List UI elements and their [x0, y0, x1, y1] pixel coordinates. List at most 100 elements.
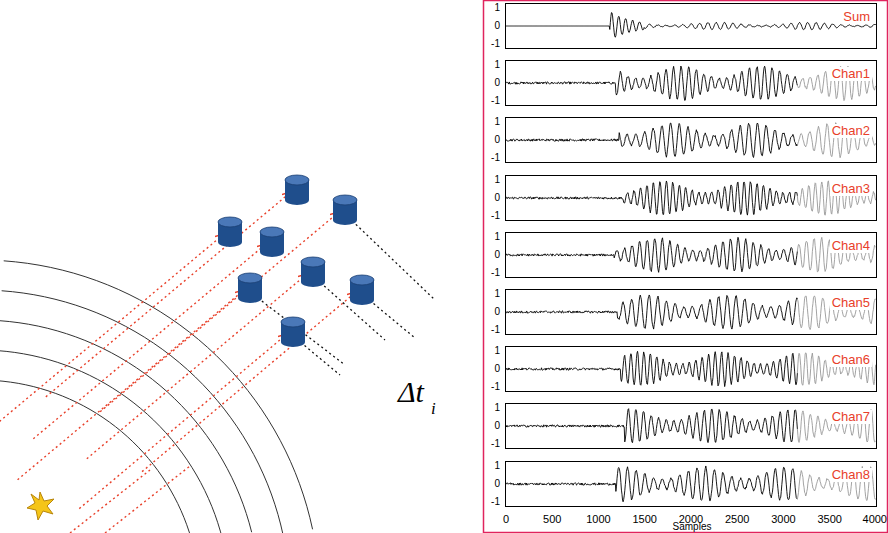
waveform [506, 462, 876, 506]
y-tick: 0 [494, 364, 500, 374]
trace [506, 181, 797, 215]
waveform [506, 404, 876, 448]
y-tick: 0 [494, 78, 500, 88]
x-tick: 2500 [725, 514, 749, 525]
y-tick: 1 [494, 289, 500, 299]
x-tick: 0 [503, 514, 509, 525]
axis-title: Samples [673, 522, 712, 532]
waveform [506, 233, 876, 277]
waveform-panel: Chan2 [505, 117, 877, 163]
ray-line [105, 466, 190, 533]
y-tick: -1 [491, 268, 500, 278]
x-tick: 1000 [586, 514, 610, 525]
x-tick: 500 [543, 514, 561, 525]
ray-line [70, 470, 150, 533]
delay-line [250, 292, 345, 365]
seismometer [350, 275, 374, 305]
y-tick: 0 [494, 193, 500, 203]
ray-arrow [100, 212, 339, 412]
y-tick: 1 [494, 403, 500, 413]
trace-tail [797, 296, 875, 329]
wavefront-arc [0, 381, 191, 533]
trace [506, 466, 797, 502]
y-tick: -1 [491, 439, 500, 449]
channel-label: Chan3 [830, 182, 872, 196]
trace [506, 352, 797, 387]
y-tick: 1 [494, 232, 500, 242]
waveform-panel: Sum [505, 3, 877, 49]
trace [506, 295, 797, 329]
y-tick: -1 [491, 325, 500, 335]
y-tick: 0 [494, 421, 500, 431]
trace-tail [797, 466, 875, 500]
ray-arrow [46, 192, 291, 397]
waveform [506, 61, 876, 105]
wavefronts [0, 261, 313, 533]
x-tick: 4000 [863, 514, 887, 525]
trace [506, 123, 797, 157]
seismometer [218, 217, 242, 247]
seismometer [285, 175, 309, 205]
y-tick: -1 [491, 497, 500, 507]
y-tick: -1 [491, 96, 500, 106]
y-tick: 0 [494, 479, 500, 489]
ray-arrow [79, 334, 287, 509]
waveform-panel: Chan3 [505, 175, 877, 221]
plot-frame [484, 1, 888, 533]
y-tick: 1 [494, 117, 500, 127]
waveform-panel: Chan7 [505, 403, 877, 449]
delay-lines [250, 214, 435, 375]
waveform-panel: Chan1 [505, 60, 877, 106]
seismometer [281, 317, 305, 347]
trace [506, 237, 797, 272]
channel-label: Chan4 [830, 239, 872, 253]
waveform [506, 176, 876, 220]
delay-subscript: i [431, 400, 436, 417]
y-tick: -1 [491, 382, 500, 392]
y-tick: -1 [491, 39, 500, 49]
ray-arrow [0, 234, 224, 444]
y-tick: 0 [494, 21, 500, 31]
channel-label: Chan1 [830, 67, 872, 81]
trace [506, 13, 876, 38]
seismometer [301, 257, 325, 287]
y-tick: 0 [494, 135, 500, 145]
y-tick: 1 [494, 60, 500, 70]
delay-symbol: Δt [398, 377, 424, 407]
ray-arrow [87, 274, 307, 459]
y-tick: 1 [494, 175, 500, 185]
y-tick: -1 [491, 211, 500, 221]
channel-label: Sum [841, 10, 872, 24]
trace-tail [797, 123, 875, 158]
y-tick: 1 [494, 3, 500, 13]
ray-arrow [142, 292, 356, 472]
seismometer [238, 273, 262, 303]
channel-label: Chan5 [830, 296, 872, 310]
seismometer [260, 227, 284, 257]
waveform-panel: Chan6 [505, 346, 877, 392]
x-tick: 1500 [633, 514, 657, 525]
wavefront-arc [4, 261, 313, 529]
y-tick: 1 [494, 461, 500, 471]
waveform-panel: Chan8 [505, 461, 877, 507]
wavefront-arc [2, 291, 284, 533]
waveform [506, 290, 876, 334]
seismometer [333, 195, 357, 225]
channel-label: Chan6 [830, 353, 872, 367]
trace [506, 66, 797, 100]
trace-tail [797, 410, 875, 443]
trace [506, 409, 797, 443]
channel-label: Chan8 [830, 468, 872, 482]
y-tick: -1 [491, 153, 500, 163]
y-tick: 0 [494, 307, 500, 317]
waveform [506, 118, 876, 162]
trace-tail [797, 66, 875, 100]
y-tick: 1 [494, 346, 500, 356]
waveform-panel: Chan5 [505, 289, 877, 335]
ray-paths [0, 192, 356, 533]
seismometers [218, 175, 374, 347]
y-tick: 0 [494, 250, 500, 260]
channel-label: Chan2 [830, 124, 872, 138]
event-star [27, 492, 54, 520]
wavefront-arc [0, 351, 223, 533]
